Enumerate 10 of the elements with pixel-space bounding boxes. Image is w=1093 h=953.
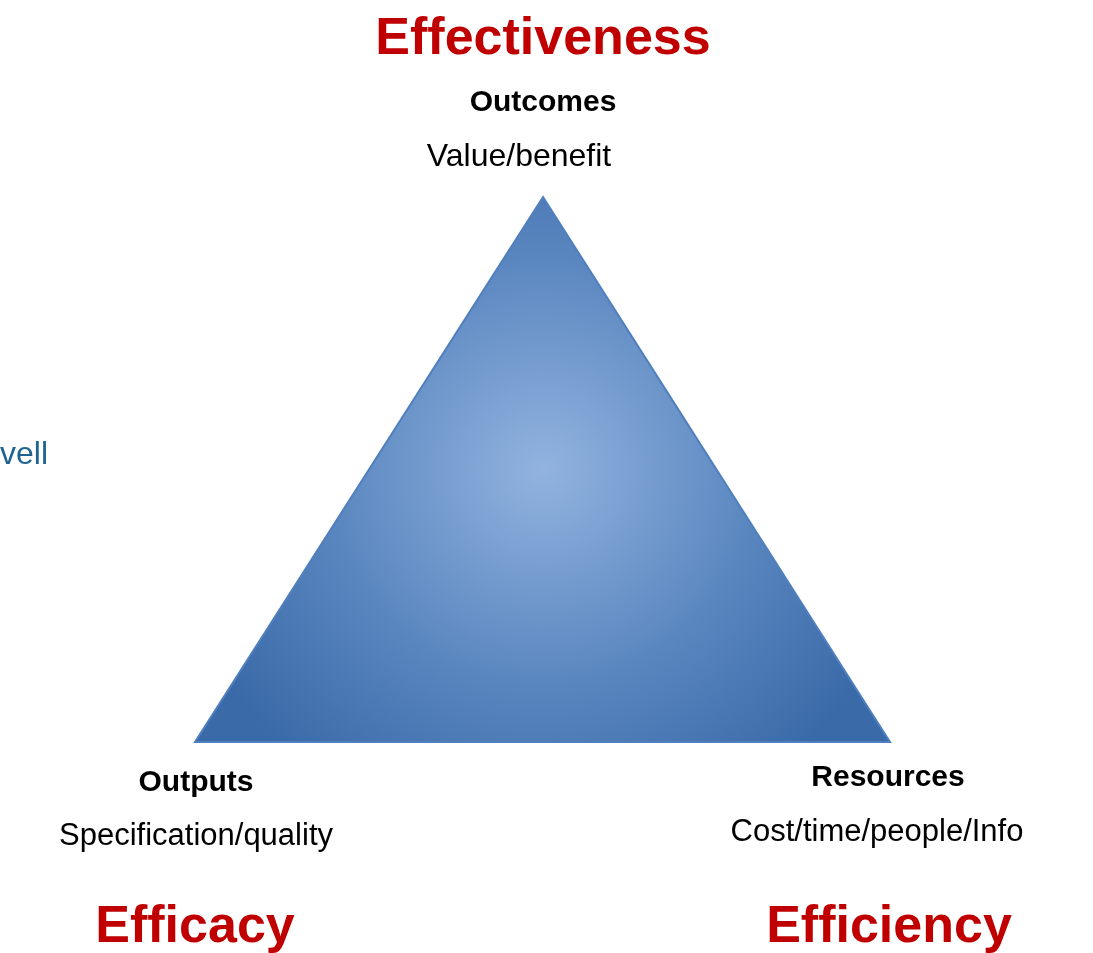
heading-label: Effectiveness bbox=[375, 8, 711, 66]
vertex-heading: Resources bbox=[811, 759, 965, 792]
vertex-label: Specification/quality bbox=[59, 818, 333, 853]
heading-label: Efficacy bbox=[95, 896, 295, 953]
vertex-heading: Outputs bbox=[138, 764, 254, 797]
vertex-label: Cost/time/people/Info bbox=[730, 814, 1024, 849]
vertex-label: Value/benefit bbox=[426, 138, 612, 174]
vertex-label: vell bbox=[0, 436, 48, 472]
heading-label: Efficiency bbox=[766, 896, 1012, 953]
vertex-heading: Outcomes bbox=[469, 84, 617, 117]
